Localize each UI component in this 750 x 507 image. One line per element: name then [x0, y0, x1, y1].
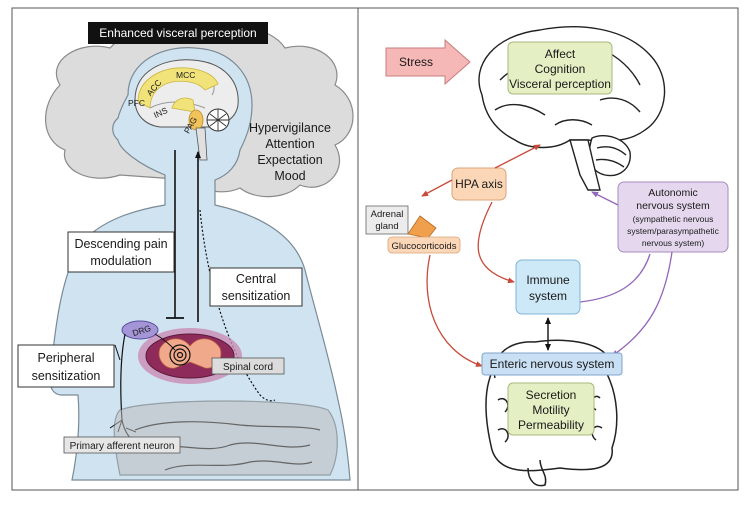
autonomic-sub-3: nervous system)	[642, 238, 705, 248]
adrenal-box	[365, 205, 409, 235]
glucocorticoids-label: Glucocorticoids	[392, 241, 457, 252]
peripheral-line-2: sensitization	[32, 369, 101, 383]
spinal-cord-box	[211, 357, 285, 375]
left-panel: MCC ACC PFC INS PAG Enhanced visceral pe…	[11, 7, 359, 491]
autonomic-sub-1: (sympathetic nervous	[633, 214, 714, 224]
autonomic-to-enteric-arrow	[611, 251, 673, 357]
cloud-line-2: Attention	[265, 137, 314, 151]
adrenal-line-2: gland	[375, 221, 398, 232]
title-text: Enhanced visceral perception	[99, 26, 256, 40]
adrenal-line-1: Adrenal	[371, 209, 404, 220]
enteric-box	[481, 352, 623, 376]
stress-label: Stress	[399, 55, 433, 69]
descending-line-1: Descending pain	[74, 237, 167, 251]
autonomic-sub-2: system/parasympathetic	[627, 226, 719, 236]
affect-line-1: Affect	[545, 47, 576, 61]
gut-line-3: Permeability	[518, 418, 584, 432]
cloud-line-1: Hypervigilance	[249, 121, 331, 135]
hpa-box	[451, 167, 507, 201]
glucocorticoids-to-enteric-arrow	[426, 254, 483, 367]
hpa-to-adrenal-arrow	[421, 179, 453, 197]
cloud-line-3: Expectation	[257, 153, 322, 167]
cloud-line-4: Mood	[274, 169, 305, 183]
glucocorticoids-box	[387, 236, 461, 254]
peripheral-box	[17, 344, 115, 388]
primary-afferent-label: Primary afferent neuron	[70, 441, 175, 452]
hpa-label: HPA axis	[455, 177, 503, 191]
immune-box	[515, 259, 581, 315]
descending-box	[67, 231, 175, 273]
affect-line-2: Cognition	[535, 62, 586, 76]
central-line-1: Central	[236, 272, 276, 286]
gut-line-2: Motility	[532, 403, 569, 417]
peripheral-line-1: Peripheral	[38, 351, 95, 365]
brain-illustration	[134, 59, 239, 161]
hpa-to-immune-arrow	[477, 201, 515, 284]
affect-line-3: Visceral perception	[509, 77, 611, 91]
immune-to-autonomic-line	[579, 253, 651, 303]
autonomic-line-2: nervous system	[636, 200, 710, 212]
stress-arrow	[385, 38, 471, 86]
right-panel: Stress Affect Cognition Visceral percept…	[357, 7, 739, 491]
immune-line-2: system	[529, 289, 567, 303]
drg-ganglion	[121, 320, 159, 340]
autonomic-to-brain-arrow	[591, 191, 619, 206]
hpa-to-brain-arrow	[494, 144, 541, 169]
label-mcc: MCC	[176, 70, 195, 80]
primary-afferent-box	[63, 436, 181, 454]
descending-line-2: modulation	[90, 254, 151, 268]
autonomic-line-1: Autonomic	[648, 187, 698, 199]
enteric-label: Enteric nervous system	[490, 357, 615, 371]
gut-line-1: Secretion	[526, 388, 577, 402]
autonomic-box	[617, 181, 729, 253]
title-banner	[88, 22, 268, 44]
gut-functions-box	[507, 382, 595, 436]
label-pfc: PFC	[128, 98, 145, 108]
immune-line-1: Immune	[526, 273, 570, 287]
central-box	[209, 267, 303, 307]
spinal-cord-label: Spinal cord	[223, 362, 273, 373]
central-line-2: sensitization	[222, 289, 291, 303]
drg-connection	[154, 333, 176, 351]
peripheral-pointer	[114, 344, 121, 361]
affect-box	[507, 41, 613, 95]
